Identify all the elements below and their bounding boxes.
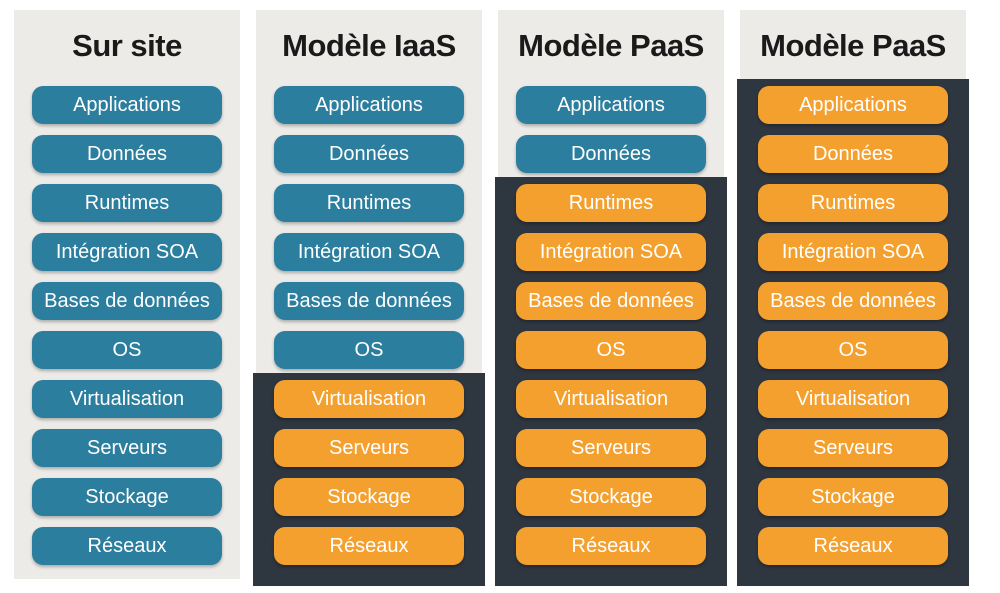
layer-pill: Runtimes xyxy=(274,184,464,222)
layer-pill: OS xyxy=(32,331,222,369)
layer-pill: OS xyxy=(274,331,464,369)
layer-pill: Virtualisation xyxy=(32,380,222,418)
layer-pill: Bases de données xyxy=(758,282,948,320)
layer-pill: Serveurs xyxy=(516,429,706,467)
layer-pill: Stockage xyxy=(758,478,948,516)
layer-pill: Réseaux xyxy=(516,527,706,565)
column-4-title: Modèle PaaS xyxy=(760,28,946,63)
layer-pill: Applications xyxy=(758,86,948,124)
layer-pill: Stockage xyxy=(32,478,222,516)
layer-pill: Données xyxy=(274,135,464,173)
layer-pill: Virtualisation xyxy=(516,380,706,418)
layer-pill: Réseaux xyxy=(274,527,464,565)
layer-pill: Serveurs xyxy=(32,429,222,467)
layer-pill: Serveurs xyxy=(758,429,948,467)
layer-pill: Serveurs xyxy=(274,429,464,467)
layer-pill: Intégration SOA xyxy=(758,233,948,271)
column-4-background xyxy=(740,10,966,79)
layer-pill: Virtualisation xyxy=(758,380,948,418)
layer-pill: Runtimes xyxy=(32,184,222,222)
layer-pill: Stockage xyxy=(516,478,706,516)
layer-pill: Bases de données xyxy=(32,282,222,320)
column-3-title: Modèle PaaS xyxy=(518,28,704,63)
layer-pill: Intégration SOA xyxy=(516,233,706,271)
layer-pill: Données xyxy=(758,135,948,173)
layer-pill: Virtualisation xyxy=(274,380,464,418)
layer-pill: Données xyxy=(32,135,222,173)
layer-pill: Réseaux xyxy=(32,527,222,565)
layer-pill: Runtimes xyxy=(758,184,948,222)
column-2-title: Modèle IaaS xyxy=(282,28,456,63)
layer-pill: Applications xyxy=(516,86,706,124)
layer-pill: Runtimes xyxy=(516,184,706,222)
layer-pill: Intégration SOA xyxy=(32,233,222,271)
layer-pill: OS xyxy=(516,331,706,369)
layer-pill: Réseaux xyxy=(758,527,948,565)
layer-pill: Applications xyxy=(274,86,464,124)
layer-pill: OS xyxy=(758,331,948,369)
layer-pill: Données xyxy=(516,135,706,173)
column-1-title: Sur site xyxy=(72,28,182,63)
layer-pill: Applications xyxy=(32,86,222,124)
layer-pill: Stockage xyxy=(274,478,464,516)
layer-pill: Bases de données xyxy=(274,282,464,320)
layer-pill: Intégration SOA xyxy=(274,233,464,271)
layer-pill: Bases de données xyxy=(516,282,706,320)
